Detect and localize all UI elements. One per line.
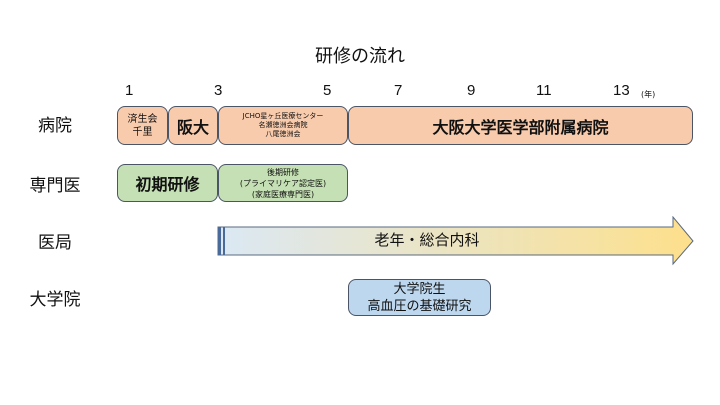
block-late-training: 後期研修 (プライマリケア認定医) (家庭医療専門医) bbox=[218, 164, 348, 202]
block-line: 済生会 bbox=[127, 113, 158, 125]
block-line: 八尾徳洲会 bbox=[265, 130, 301, 138]
block-initial-training: 初期研修 bbox=[117, 164, 218, 202]
block-line: 初期研修 bbox=[135, 175, 200, 194]
block-handai: 阪大 bbox=[168, 106, 218, 145]
diagram-title: 研修の流れ bbox=[315, 46, 405, 67]
year-tick: 13 bbox=[613, 82, 630, 99]
year-tick: 3 bbox=[214, 82, 223, 99]
block-line: (プライマリケア認定医) bbox=[239, 178, 327, 188]
arrow-label: 老年・総合内科 bbox=[374, 231, 480, 249]
ikyoku-arrow: 老年・総合内科 bbox=[217, 216, 695, 266]
arrow-tail-bar bbox=[218, 227, 221, 255]
block-line: (家庭医療専門医) bbox=[251, 189, 315, 199]
row-label-graduate: 大学院 bbox=[29, 290, 81, 310]
arrow-shape bbox=[217, 216, 694, 266]
year-tick: 9 bbox=[467, 82, 476, 99]
block-line: 大学院生 bbox=[393, 281, 446, 297]
block-line: 後期研修 bbox=[267, 167, 299, 177]
block-line: JCHO星ヶ丘医療センター bbox=[242, 112, 324, 120]
year-tick: 11 bbox=[536, 82, 552, 99]
arrow-tail-bar bbox=[223, 227, 225, 255]
year-tick: 1 bbox=[125, 82, 134, 99]
block-line: 千里 bbox=[132, 126, 153, 138]
year-tick: 7 bbox=[394, 82, 403, 99]
row-label-hospital: 病院 bbox=[38, 116, 72, 136]
block-line: 阪大 bbox=[176, 117, 209, 137]
block-line: 大阪大学医学部附属病院 bbox=[432, 117, 609, 137]
block-osaka-univ-hospital: 大阪大学医学部附属病院 bbox=[348, 106, 693, 145]
block-jcho-hospitals: JCHO星ヶ丘医療センター 名瀬徳洲会病院 八尾徳洲会 bbox=[218, 106, 348, 145]
row-label-ikyoku: 医局 bbox=[38, 233, 72, 253]
block-line: 名瀬徳洲会病院 bbox=[258, 121, 308, 129]
block-line: 高血圧の基礎研究 bbox=[367, 298, 472, 314]
year-tick: 5 bbox=[323, 82, 332, 99]
block-saiseikai-senri: 済生会 千里 bbox=[117, 106, 168, 145]
block-graduate-research: 大学院生 高血圧の基礎研究 bbox=[348, 279, 491, 316]
year-unit-label: (年) bbox=[641, 90, 656, 99]
row-label-specialist: 専門医 bbox=[29, 176, 81, 196]
